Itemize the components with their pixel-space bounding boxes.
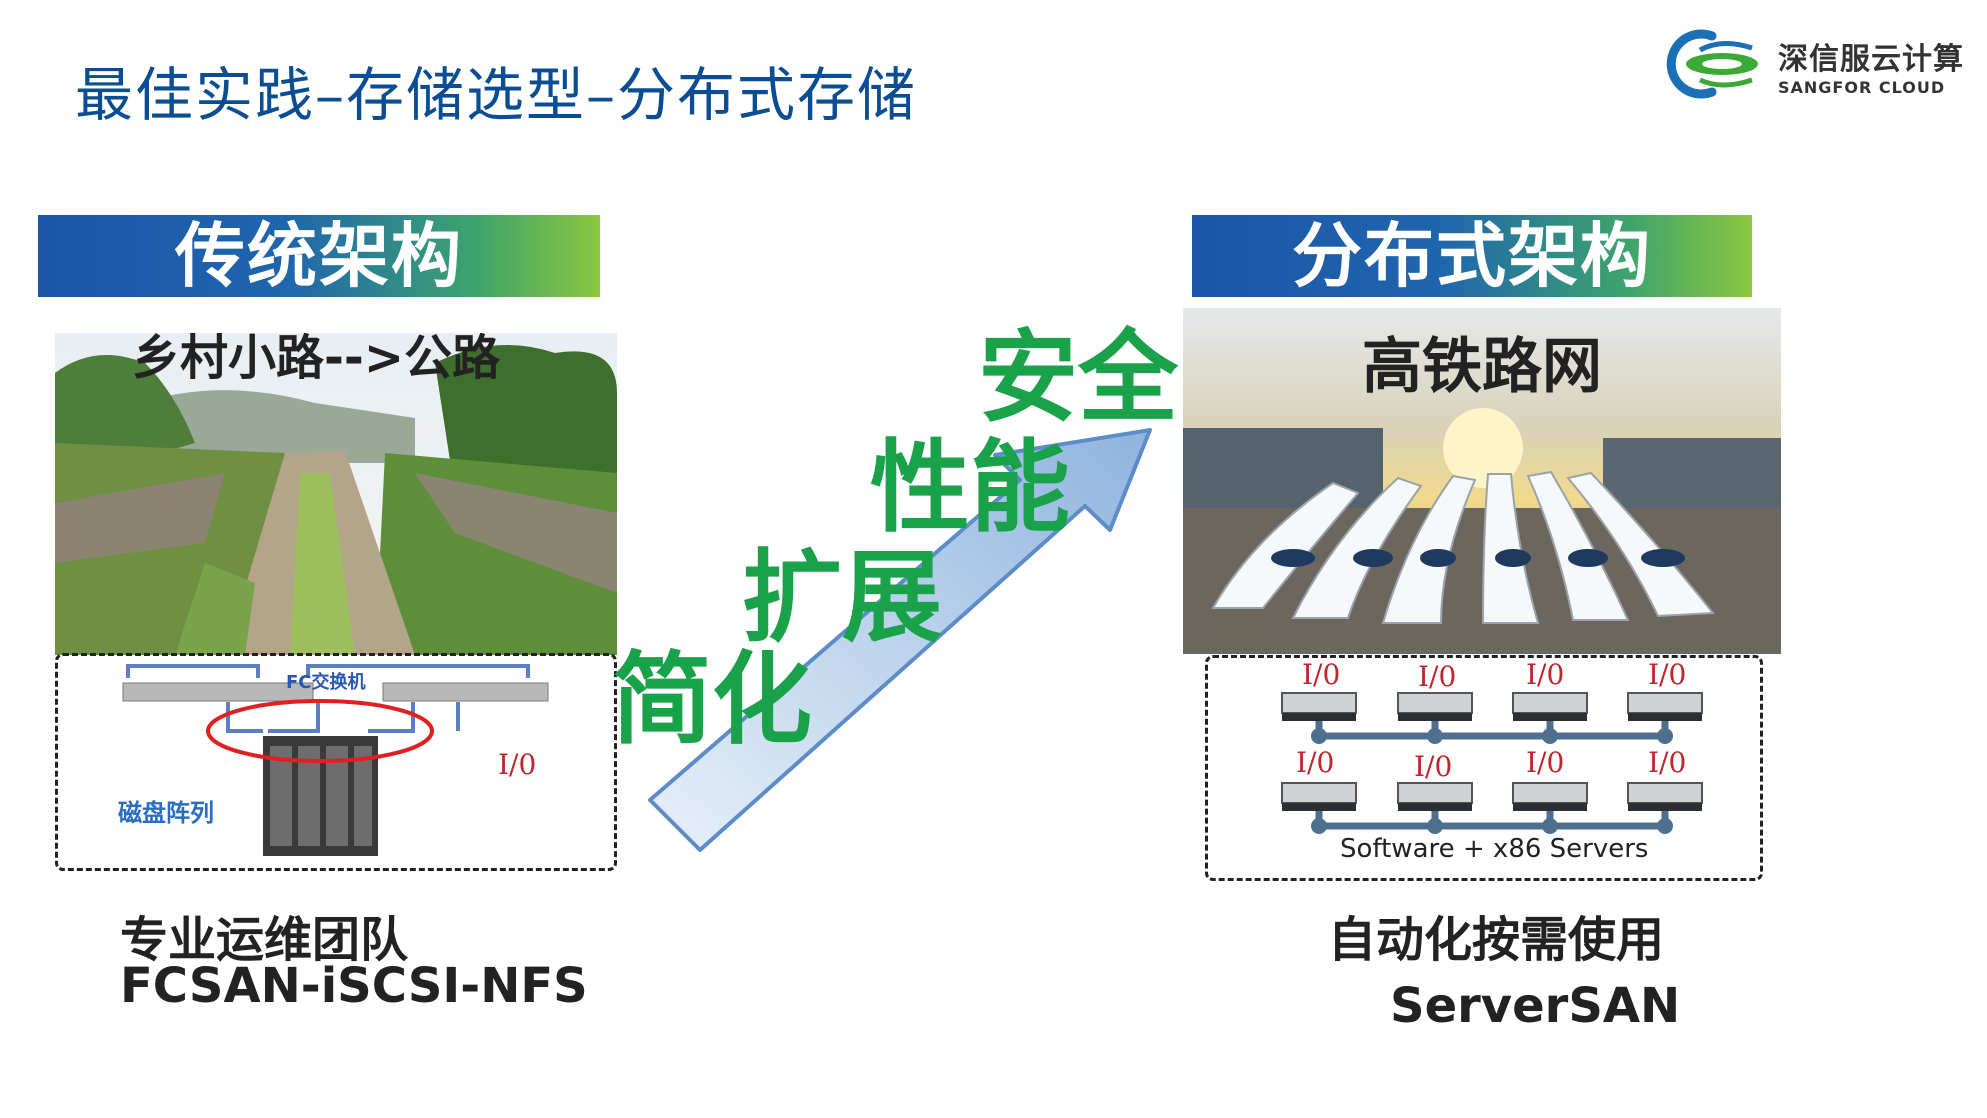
right-bottom-line-1: 自动化按需使用 <box>1328 912 1665 968</box>
distributed-architecture-banner: 分布式架构 <box>1192 215 1752 297</box>
page-title: 最佳实践–存储选型–分布式存储 <box>75 61 918 129</box>
growth-arrow <box>648 428 1152 852</box>
sangfor-logo-icon <box>1666 29 1758 99</box>
benefit-security: 安全 <box>978 319 1178 436</box>
logo-en-text: SANGFOR CLOUD <box>1778 78 1946 97</box>
io-label-7: I/0 <box>1526 746 1565 779</box>
left-bottom-line-2: FCSAN-iSCSI-NFS <box>120 958 588 1014</box>
io-label-2: I/0 <box>1418 660 1457 693</box>
server-cluster-diagram <box>1281 692 1703 834</box>
country-road-caption: 乡村小路-->公路 <box>132 330 501 386</box>
country-road-photo <box>55 333 617 655</box>
io-label-3: I/0 <box>1526 658 1565 691</box>
fc-san-diagram <box>122 664 549 856</box>
io-label: I/0 <box>498 748 537 781</box>
fc-switch-label: FC交换机 <box>286 672 366 693</box>
benefit-performance: 性能 <box>870 429 1070 546</box>
io-label-1: I/0 <box>1302 658 1341 691</box>
benefit-scalability: 扩展 <box>742 539 942 656</box>
right-bottom-line-2: ServerSAN <box>1390 978 1681 1034</box>
traditional-architecture-banner: 传统架构 <box>38 215 600 297</box>
benefit-simplify: 简化 <box>612 641 812 758</box>
io-label-8: I/0 <box>1648 746 1687 779</box>
sangfor-logo <box>1660 24 1770 104</box>
high-speed-rail-caption: 高铁路网 <box>1362 332 1602 402</box>
high-speed-rail-photo <box>1183 308 1781 654</box>
servers-label: Software + x86 Servers <box>1340 834 1649 864</box>
distributed-storage-diagram: I/0 I/0 I/0 I/0 I/0 I/0 I/0 I/0 Software… <box>1205 655 1763 881</box>
io-label-6: I/0 <box>1414 750 1453 783</box>
disk-array-label: 磁盘阵列 <box>118 799 214 827</box>
left-bottom-line-1: 专业运维团队 <box>120 912 409 968</box>
logo-cn-text: 深信服云计算 <box>1778 42 1964 77</box>
traditional-storage-diagram: FC交换机 磁盘阵列 I/0 <box>55 653 617 871</box>
io-label-4: I/0 <box>1648 658 1687 691</box>
io-label-5: I/0 <box>1296 746 1335 779</box>
